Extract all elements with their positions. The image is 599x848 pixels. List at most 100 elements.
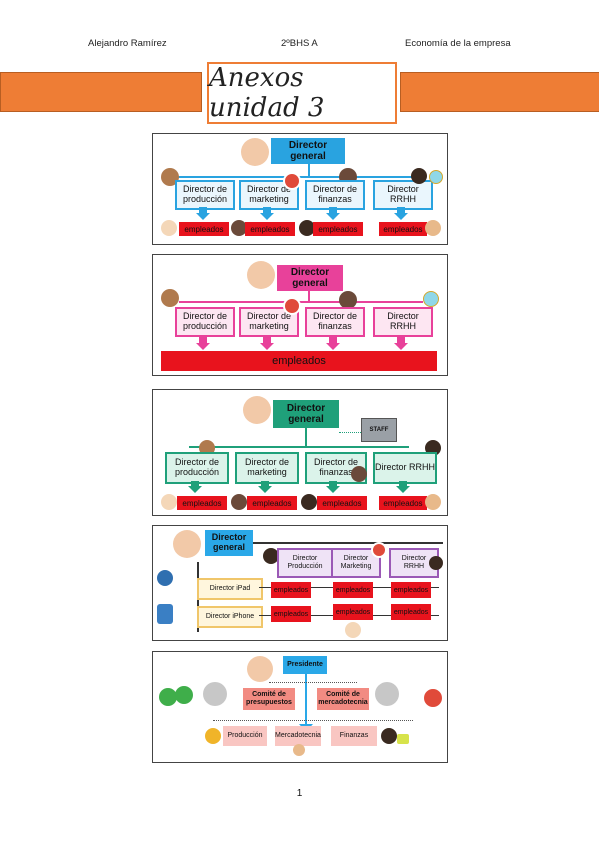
globe-icon	[429, 170, 443, 184]
avatar	[429, 556, 443, 570]
manager-box: Director de producción	[175, 307, 235, 337]
avatar	[345, 622, 361, 638]
avatar	[161, 168, 179, 186]
arrow-stem	[263, 207, 271, 213]
connector	[179, 301, 423, 303]
org-chart-functional: Director general Director de producción …	[152, 133, 448, 245]
avatar	[161, 220, 177, 236]
committee-box: Comité de presupuestos	[243, 688, 295, 710]
avatar	[351, 466, 367, 482]
header-course: 2ºBHS A	[281, 38, 318, 49]
org-chart-committee: Presidente Comité de presupuestos Comité…	[152, 651, 448, 763]
employees-box: empleados	[313, 222, 363, 236]
org-chart-matrix: Director general Director Producción Dir…	[152, 525, 448, 641]
down-arrow-icon	[326, 343, 340, 350]
avatar	[411, 168, 427, 184]
down-arrow-icon	[396, 486, 410, 493]
employees-box: empleados	[391, 582, 431, 598]
employees-box: empleados	[379, 222, 427, 236]
manager-box: Director RRHH	[373, 452, 437, 484]
iphone-icon	[157, 604, 173, 624]
avatar	[173, 530, 201, 558]
arrow-stem	[399, 481, 407, 486]
down-arrow-icon	[394, 213, 408, 220]
manager-box: Director RRHH	[373, 307, 433, 337]
money-bag-icon	[159, 688, 177, 706]
down-arrow-icon	[326, 486, 340, 493]
page-title: Anexos unidad 3	[207, 62, 397, 124]
arrow-stem	[329, 335, 337, 343]
manager-box: Director RRHH	[373, 180, 433, 210]
arrow-stem	[397, 335, 405, 343]
arrow-stem	[397, 207, 405, 213]
manager-box: Director Producción	[277, 548, 333, 578]
target-icon	[283, 172, 301, 190]
arrow-stem	[263, 335, 271, 343]
avatar	[161, 494, 177, 510]
avatar	[263, 548, 279, 564]
arrow-stem	[199, 207, 207, 213]
employees-box: empleados	[333, 604, 373, 620]
project-box: Director iPhone	[197, 606, 263, 628]
down-arrow-icon	[260, 343, 274, 350]
connector	[189, 446, 409, 448]
target-icon	[371, 542, 387, 558]
avatar	[425, 494, 441, 510]
arrow-stem	[191, 481, 199, 486]
project-box: Director iPad	[197, 578, 263, 600]
target-icon	[283, 297, 301, 315]
manager-box: Director de finanzas	[305, 307, 365, 337]
employees-box: empleados	[333, 582, 373, 598]
employees-bar: empleados	[161, 351, 437, 371]
cash-icon	[397, 734, 409, 744]
org-chart-line-staff: Director general STAFF Director de produ…	[152, 389, 448, 516]
employees-box: empleados	[271, 582, 311, 598]
arrow-stem	[329, 481, 337, 486]
manager-box: Director de finanzas	[305, 180, 365, 210]
director-general-box: Director general	[277, 265, 343, 291]
org-chart-functional-grouped: Director general Director de producción …	[152, 254, 448, 376]
employees-box: empleados	[179, 222, 229, 236]
down-arrow-icon	[196, 343, 210, 350]
page-number: 1	[296, 788, 303, 799]
manager-box: Director de producción	[165, 452, 229, 484]
area-box: Producción	[223, 726, 267, 746]
avatar	[161, 289, 179, 307]
employees-box: empleados	[247, 496, 297, 510]
dotted-connector	[269, 682, 357, 683]
connector	[308, 291, 310, 301]
people-group-icon	[375, 682, 399, 706]
committee-box: Comité de mercadotecnia	[317, 688, 369, 710]
employees-box: empleados	[271, 606, 311, 622]
employees-box: empleados	[391, 604, 431, 620]
director-general-box: Director general	[273, 400, 339, 428]
title-band-left	[0, 72, 202, 112]
president-box: Presidente	[283, 656, 327, 674]
header-subject: Economía de la empresa	[405, 38, 511, 49]
area-box: Mercadotecnia	[275, 726, 321, 746]
employees-box: empleados	[177, 496, 227, 510]
arrow-stem	[329, 207, 337, 213]
avatar	[339, 291, 357, 309]
avatar	[237, 134, 273, 166]
dotted-connector	[213, 720, 413, 721]
down-arrow-icon	[326, 213, 340, 220]
dotted-connector	[339, 432, 361, 433]
down-arrow-icon	[258, 486, 272, 493]
avatar	[299, 220, 315, 236]
manager-box: Director de producción	[175, 180, 235, 210]
connector	[308, 164, 310, 176]
avatar	[231, 494, 247, 510]
avatar	[425, 220, 441, 236]
employees-box: empleados	[245, 222, 295, 236]
avatar	[293, 744, 305, 756]
target-icon	[421, 686, 445, 710]
employees-box: empleados	[379, 496, 427, 510]
avatar	[381, 728, 397, 744]
avatar	[247, 656, 273, 682]
arrow-stem	[199, 335, 207, 343]
arrow-stem	[261, 481, 269, 486]
money-bag-icon	[175, 686, 193, 704]
avatar	[301, 494, 317, 510]
people-group-icon	[203, 682, 227, 706]
